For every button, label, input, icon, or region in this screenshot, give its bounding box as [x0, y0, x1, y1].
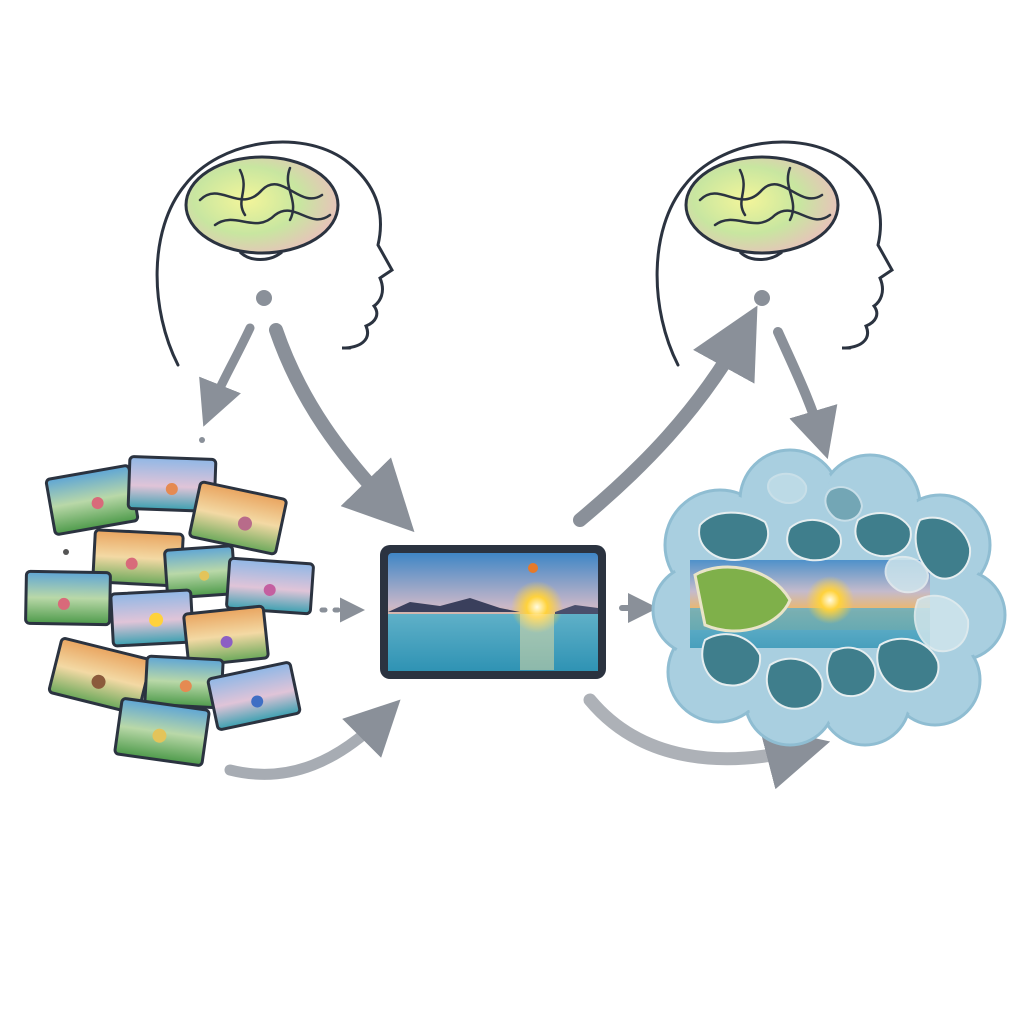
photo-thumbnail — [182, 604, 270, 668]
arrow-sunset-to-head-right — [573, 305, 758, 527]
arrow-head-left-to-sunset — [269, 323, 415, 533]
arrows — [63, 305, 838, 790]
head-left — [155, 140, 394, 367]
photo-thumbnail — [44, 464, 140, 536]
node-dot — [754, 290, 770, 306]
photo-thumbnail — [206, 661, 302, 731]
arrow-sunset-to-cloud-bottom — [583, 693, 831, 790]
photo-thumbnail — [109, 588, 195, 648]
node-dot — [256, 290, 272, 306]
photo-collection — [24, 455, 315, 767]
memory-cloud — [651, 448, 1007, 747]
arrow-photos-to-sunset — [224, 699, 401, 780]
sunset-photo — [380, 545, 606, 679]
photo-thumbnail — [47, 637, 153, 715]
photo-thumbnail — [188, 480, 288, 556]
photo-thumbnail — [113, 697, 211, 767]
photo-thumbnail — [24, 569, 112, 627]
arrow-head-left-to-photos — [199, 323, 255, 427]
arrow-head-right-to-cloud — [773, 327, 838, 460]
photo-thumbnail — [225, 556, 315, 616]
brain-icon — [184, 155, 340, 261]
head-right — [655, 140, 894, 367]
brain-icon — [684, 155, 840, 261]
